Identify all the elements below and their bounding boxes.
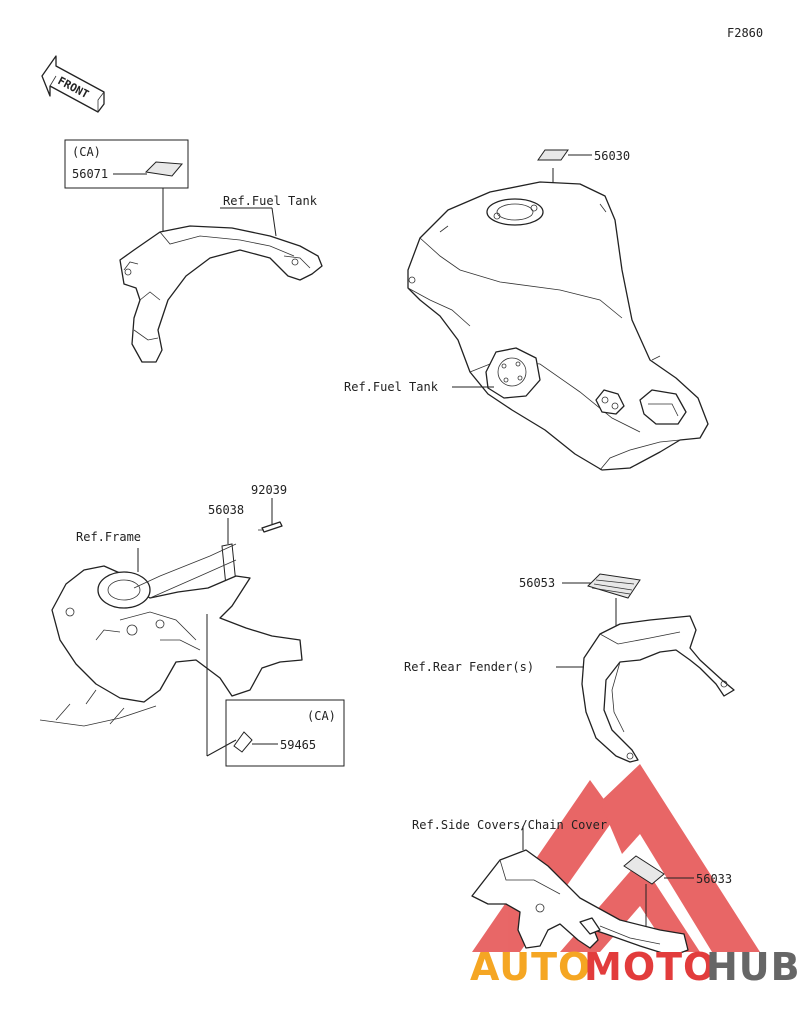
- rear-fender-drawing: [556, 615, 735, 763]
- callout-92039: 92039: [251, 483, 287, 497]
- ref-fuel-tank-cover: Ref.Fuel Tank: [223, 194, 318, 208]
- callout-59465: 59465: [280, 738, 316, 752]
- ref-frame: Ref.Frame: [76, 530, 141, 544]
- label-56053-icon: [587, 573, 641, 599]
- callout-92039-group: 92039: [251, 483, 287, 533]
- ref-rear-fender: Ref.Rear Fender(s): [404, 660, 534, 674]
- callout-56033-group: 56033: [623, 855, 732, 926]
- callout-56053-group: 56053: [519, 573, 641, 630]
- callout-56038: 56038: [208, 503, 244, 517]
- ref-side-covers: Ref.Side Covers/Chain Cover: [412, 818, 607, 832]
- watermark-part-auto: AUTO: [470, 945, 591, 989]
- callout-56071: 56071: [72, 167, 108, 181]
- front-arrow-icon: FRONT: [41, 55, 105, 113]
- label-56030-icon: [537, 149, 569, 161]
- label-56071-icon: [144, 161, 184, 177]
- watermark-part-hub: HUB: [706, 945, 800, 989]
- label-56033-icon: [623, 855, 665, 885]
- box-tag-ca-bottom: (CA): [307, 709, 336, 723]
- clip-92039-icon: [261, 521, 283, 533]
- figure-code: F2860: [727, 26, 763, 40]
- label-box-ca-bottom: (CA) 59465: [225, 699, 345, 767]
- ref-fuel-tank: Ref.Fuel Tank: [344, 380, 439, 394]
- label-59465-icon: [233, 731, 253, 753]
- box-tag-ca-top: (CA): [72, 145, 101, 159]
- frame-drawing: [39, 543, 303, 757]
- chain-cover-drawing: [471, 826, 689, 957]
- fuel-tank-cover-drawing: [119, 207, 323, 363]
- callout-56053: 56053: [519, 576, 555, 590]
- callout-56030-group: 56030: [537, 149, 630, 232]
- fuel-tank-drawing: [407, 181, 709, 471]
- watermark-part-moto: MOTO: [584, 945, 716, 989]
- callout-56038-group: 56038: [208, 503, 244, 587]
- watermark-logo-icon: [472, 764, 760, 952]
- watermark-text: AUTO MOTO HUB: [470, 945, 800, 989]
- label-box-ca-top: (CA) 56071: [64, 139, 189, 232]
- callout-56030: 56030: [594, 149, 630, 163]
- callout-56033: 56033: [696, 872, 732, 886]
